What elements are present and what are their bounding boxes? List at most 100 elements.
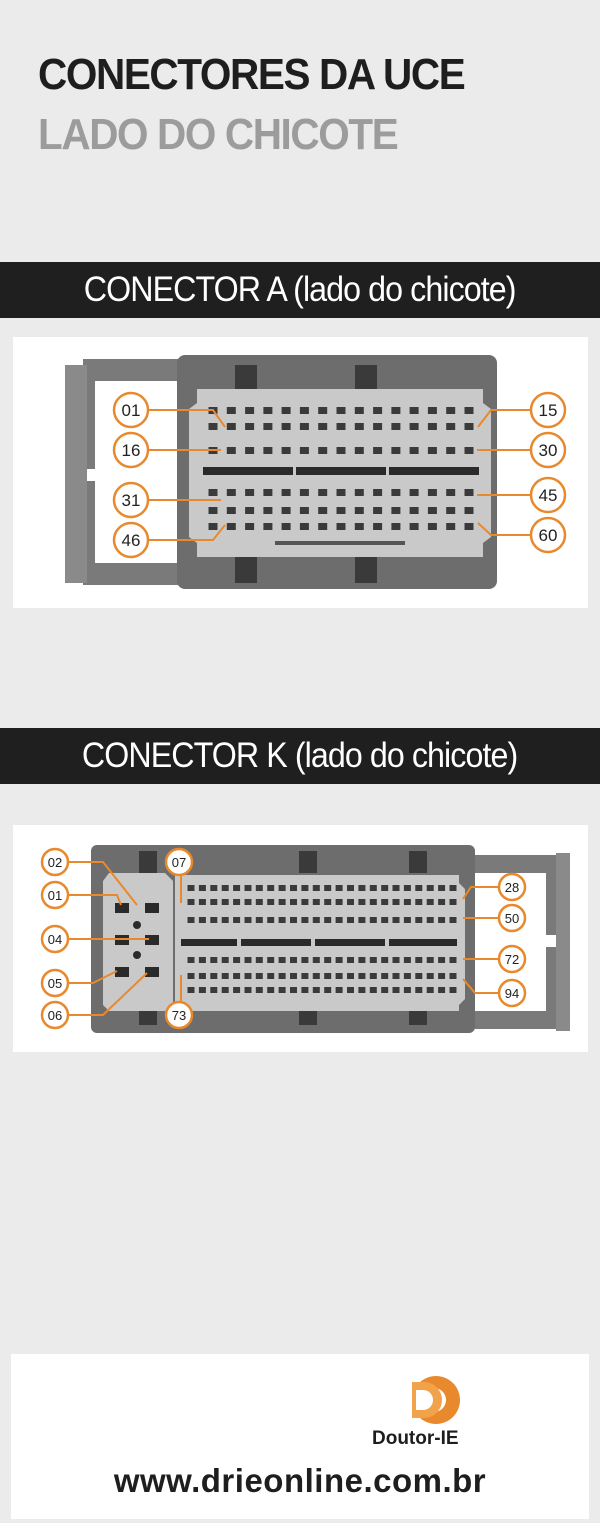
connector-pin — [336, 447, 346, 454]
pin-label-07: 07 — [164, 847, 194, 877]
connector-pin — [381, 885, 389, 891]
connector-k-power-section — [103, 873, 173, 1011]
connector-pin — [449, 957, 457, 963]
connector-pin — [299, 407, 309, 414]
connector-pin — [369, 885, 377, 891]
connector-k-separator — [315, 939, 385, 946]
connector-pin — [409, 507, 419, 514]
connector-pin — [226, 447, 236, 454]
connector-a-latch-slot — [87, 469, 95, 481]
connector-k-heading: CONECTOR K (lado do chicote) — [82, 736, 518, 775]
connector-pin — [263, 423, 273, 430]
connector-pin — [208, 507, 218, 514]
connector-pin — [358, 885, 366, 891]
connector-pin — [403, 885, 411, 891]
connector-pin — [427, 507, 437, 514]
connector-pin — [335, 885, 343, 891]
connector-pin — [255, 885, 263, 891]
connector-pin — [373, 489, 383, 496]
connector-pin — [391, 523, 401, 530]
connector-pin — [210, 917, 218, 923]
connector-pin — [354, 507, 364, 514]
svg-text:01: 01 — [48, 888, 62, 903]
connector-pin — [187, 987, 195, 993]
connector-pin — [324, 917, 332, 923]
connector-pin — [426, 987, 434, 993]
connector-pin — [198, 973, 206, 979]
connector-pin — [255, 899, 263, 905]
connector-pin — [427, 523, 437, 530]
pin-label-06: 06 — [40, 1000, 70, 1030]
website-url[interactable]: www.drieonline.com.br — [113, 1462, 487, 1499]
connector-k-separator — [181, 939, 237, 946]
connector-pin — [299, 423, 309, 430]
connector-k-diagram: 02 01 04 05 06 07 73 28 50 72 94 — [40, 845, 570, 1033]
connector-pin — [373, 523, 383, 530]
svg-text:02: 02 — [48, 855, 62, 870]
connector-pin — [278, 885, 286, 891]
connector-k-pin — [115, 903, 129, 913]
connector-pin — [263, 489, 273, 496]
connector-a-latch — [83, 359, 181, 585]
connector-pin — [409, 489, 419, 496]
connector-a-separator — [389, 467, 479, 475]
connector-pin — [392, 987, 400, 993]
connector-pin — [391, 447, 401, 454]
connector-pin — [369, 957, 377, 963]
connector-pin — [358, 917, 366, 923]
connector-pin — [464, 489, 474, 496]
connector-pin — [221, 917, 229, 923]
pin-label-73: 73 — [164, 1000, 194, 1030]
connector-pin — [281, 507, 291, 514]
pin-label-01: 01 — [112, 391, 150, 429]
connector-pin — [281, 407, 291, 414]
connector-pin — [244, 957, 252, 963]
svg-text:94: 94 — [505, 986, 519, 1001]
connector-pin — [336, 507, 346, 514]
connector-pin — [244, 987, 252, 993]
connector-pin — [336, 407, 346, 414]
connector-a-panel: 01 16 31 46 15 30 45 60 — [13, 337, 588, 608]
pin-label-50: 50 — [497, 903, 527, 933]
connector-pin — [221, 885, 229, 891]
connector-pin — [290, 957, 297, 963]
connector-pin — [226, 507, 236, 514]
connector-k-panel: 02 01 04 05 06 07 73 28 50 72 94 — [13, 825, 588, 1052]
connector-pin — [245, 489, 255, 496]
connector-pin — [426, 899, 434, 905]
connector-pin — [449, 973, 457, 979]
connector-pin — [426, 885, 434, 891]
svg-text:72: 72 — [505, 952, 519, 967]
connector-pin — [403, 917, 411, 923]
connector-pin — [301, 973, 309, 979]
connector-pin — [245, 407, 255, 414]
connector-pin — [267, 973, 275, 979]
connector-a-pin-grid — [208, 407, 474, 530]
connector-pin — [373, 447, 383, 454]
connector-pin — [446, 507, 456, 514]
connector-pin — [290, 899, 297, 905]
pin-label-04: 04 — [40, 924, 70, 954]
connector-pin — [210, 885, 218, 891]
connector-pin — [438, 899, 446, 905]
connector-pin — [409, 523, 419, 530]
connector-pin — [233, 973, 241, 979]
connector-pin — [347, 899, 354, 905]
connector-pin — [245, 423, 255, 430]
connector-pin — [255, 957, 263, 963]
connector-a-bottom-slot — [275, 541, 405, 545]
svg-text:06: 06 — [48, 1008, 62, 1023]
connector-pin — [187, 917, 195, 923]
pin-label-45: 45 — [529, 476, 567, 514]
connector-pin — [267, 885, 275, 891]
connector-pin — [187, 957, 195, 963]
connector-pin — [464, 447, 474, 454]
connector-pin — [391, 407, 401, 414]
svg-text:28: 28 — [505, 880, 519, 895]
connector-pin — [263, 407, 273, 414]
connector-a-heading-band: CONECTOR A (lado do chicote) — [0, 262, 600, 318]
connector-pin — [415, 987, 423, 993]
connector-pin — [290, 917, 297, 923]
connector-pin — [301, 899, 309, 905]
connector-pin — [409, 447, 419, 454]
